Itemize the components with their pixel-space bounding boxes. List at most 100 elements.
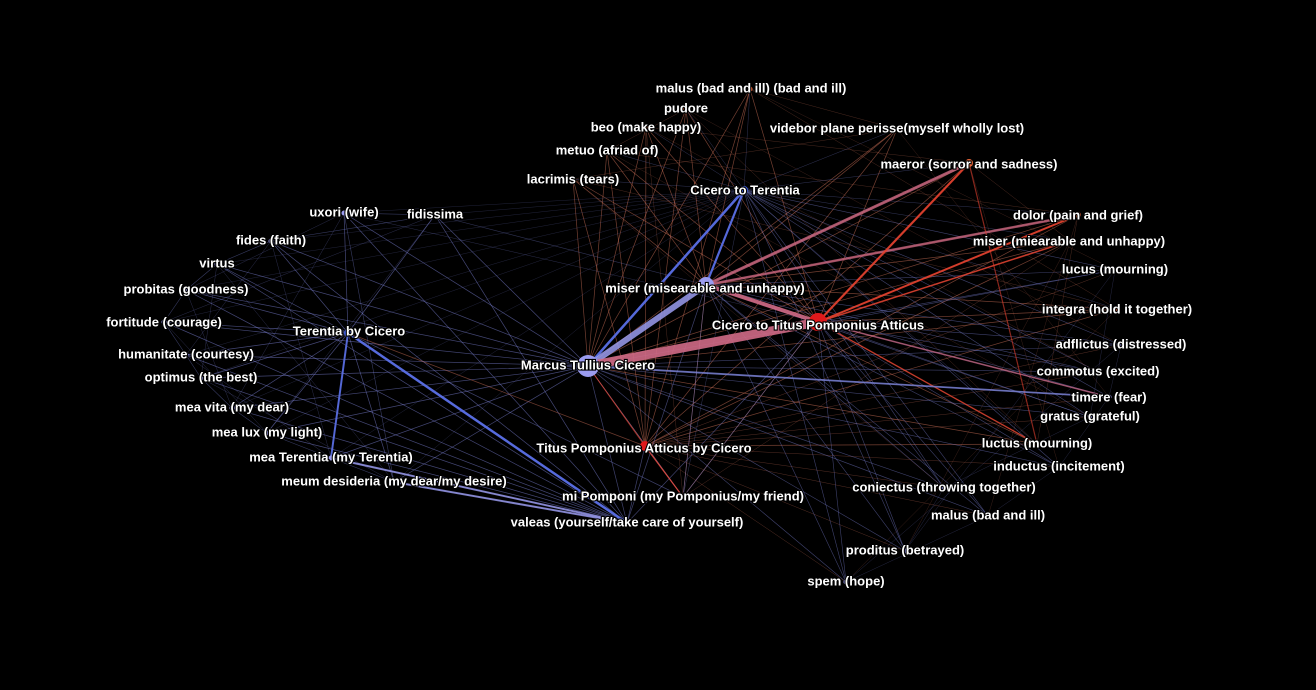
node-atticus_by[interactable] [640, 441, 650, 451]
edge-atticus_by-gratus [644, 416, 1091, 447]
edge-maeror-luctus [968, 162, 1038, 445]
edge-cicero-commotus [587, 365, 1099, 373]
node-lucus[interactable] [1112, 267, 1118, 273]
edge-miser_center-c2atticus [704, 283, 820, 324]
node-label-terentia_by: Terentia by Cicero [293, 323, 406, 338]
edge-miser_center-timere [705, 284, 1110, 398]
edge-c2atticus-inductus [817, 321, 1060, 468]
node-humanitate[interactable] [183, 352, 189, 358]
node-malus_top[interactable] [747, 86, 753, 92]
node-inductus[interactable] [1056, 464, 1062, 470]
node-pomponi[interactable] [680, 494, 686, 500]
node-commotus[interactable] [1095, 369, 1101, 375]
edge-cicero-coniectus [587, 365, 945, 489]
edge-c2atticus-lacrimis [572, 178, 819, 323]
node-label-fides: fides (faith) [236, 232, 306, 247]
node-optimus[interactable] [198, 375, 204, 381]
edge-virtus-probitas [185, 263, 218, 291]
edge-miser_center-integra [705, 284, 1118, 310]
edge-terentia_by-fides [270, 240, 349, 334]
node-lacrimis[interactable] [570, 176, 576, 182]
edge-atticus_by-beo [644, 126, 647, 447]
node-label-malus_bottom: malus (bad and ill) [931, 507, 1045, 522]
edge-cicero-fidissima [434, 214, 589, 367]
edge-uxori-c2atticus [343, 212, 819, 323]
node-fides[interactable] [268, 238, 274, 244]
edge-fortitude-c2terentia [163, 189, 745, 323]
node-label-timere: timere (fear) [1071, 389, 1146, 404]
node-integra[interactable] [1114, 306, 1120, 312]
node-virtus[interactable] [214, 261, 220, 267]
node-pudore[interactable] [683, 106, 689, 112]
node-adflictus[interactable] [1118, 342, 1124, 348]
edge-cicero-c2atticus [583, 317, 823, 371]
edge-cicero-integra [587, 308, 1118, 367]
node-label-lucus: lucus (mourning) [1062, 261, 1168, 276]
edge-spem-integra [845, 308, 1118, 583]
node-timere[interactable] [1106, 394, 1112, 400]
edge-c2atticus-maeror [816, 161, 971, 324]
edge-atticus_by-videbor [644, 128, 898, 447]
edge-terentia_by-mealux [266, 332, 349, 434]
edge-c2atticus-proditus [817, 321, 906, 552]
node-malus_bottom[interactable] [985, 513, 991, 519]
edge-c2atticus-beo [645, 126, 819, 323]
node-label-c2terentia: Cicero to Terentia [690, 182, 800, 197]
edge-probitas-meavita [185, 289, 233, 409]
edge-fidissima-c2terentia [434, 189, 745, 216]
edge-atticus_by-maeror [644, 162, 970, 447]
node-c2atticus[interactable] [809, 313, 827, 331]
node-videbor[interactable] [894, 126, 900, 132]
node-proditus[interactable] [902, 548, 908, 554]
node-miser_right[interactable] [1067, 238, 1073, 244]
node-meavita[interactable] [229, 405, 235, 411]
node-label-maeror: maeror (sorror and sadness) [880, 156, 1057, 171]
node-label-uxori: uxori (wife) [309, 204, 378, 219]
edge-meavita-c2terentia [231, 189, 745, 409]
edge-c2terentia-proditus [743, 189, 906, 552]
edge-cicero-valeas [587, 365, 628, 524]
node-meum[interactable] [391, 479, 397, 485]
node-uxori[interactable] [341, 210, 347, 216]
edge-dolor-luctus [1036, 214, 1079, 445]
node-gratus[interactable] [1087, 414, 1093, 420]
node-maeror[interactable] [965, 159, 973, 167]
edge-beo-c2terentia [645, 126, 745, 191]
edge-malus_bottom-dolor [987, 214, 1079, 517]
node-metuo[interactable] [604, 148, 610, 154]
edge-cicero-meum [393, 365, 589, 483]
node-spem[interactable] [843, 579, 849, 585]
edge-miser_center-pudore [685, 108, 707, 286]
node-label-meaterentia: mea Terentia (my Terentia) [249, 449, 413, 464]
edge-lacrimis-c2terentia [572, 178, 745, 191]
node-label-miser_center: miser (misearable and unhappy) [605, 280, 804, 295]
edge-valeas-uxori [343, 212, 628, 524]
node-luctus[interactable] [1034, 441, 1040, 447]
node-fidissima[interactable] [432, 212, 438, 218]
node-terentia_by[interactable] [344, 329, 352, 337]
node-label-dolor: dolor (pain and grief) [1013, 207, 1143, 222]
edge-terentia_by-uxori [343, 212, 349, 334]
node-label-mealux: mea lux (my light) [212, 424, 323, 439]
node-label-cicero: Marcus Tullius Cicero [521, 357, 655, 372]
node-label-spem: spem (hope) [807, 573, 884, 588]
labels-layer: Marcus Tullius Cicero miser (misearable a… [105, 79, 1193, 589]
edge-atticus_by-proditus [644, 445, 906, 552]
edge-c2atticus-miser_right [817, 240, 1071, 323]
node-c2terentia[interactable] [740, 186, 748, 194]
node-coniectus[interactable] [941, 485, 947, 491]
node-meaterentia[interactable] [328, 455, 334, 461]
node-beo[interactable] [643, 124, 649, 130]
node-mealux[interactable] [264, 430, 270, 436]
node-probitas[interactable] [183, 287, 189, 293]
edge-c2terentia-gratus [743, 189, 1091, 418]
edge-c2atticus-luctus [817, 321, 1038, 445]
edge-meaterentia-meum [330, 457, 395, 483]
edge-uxori-fidissima [343, 212, 436, 216]
node-valeas[interactable] [624, 520, 630, 526]
node-dolor[interactable] [1075, 212, 1081, 218]
node-cicero[interactable] [577, 355, 599, 377]
node-miser_center[interactable] [698, 277, 714, 293]
node-fortitude[interactable] [161, 319, 167, 325]
